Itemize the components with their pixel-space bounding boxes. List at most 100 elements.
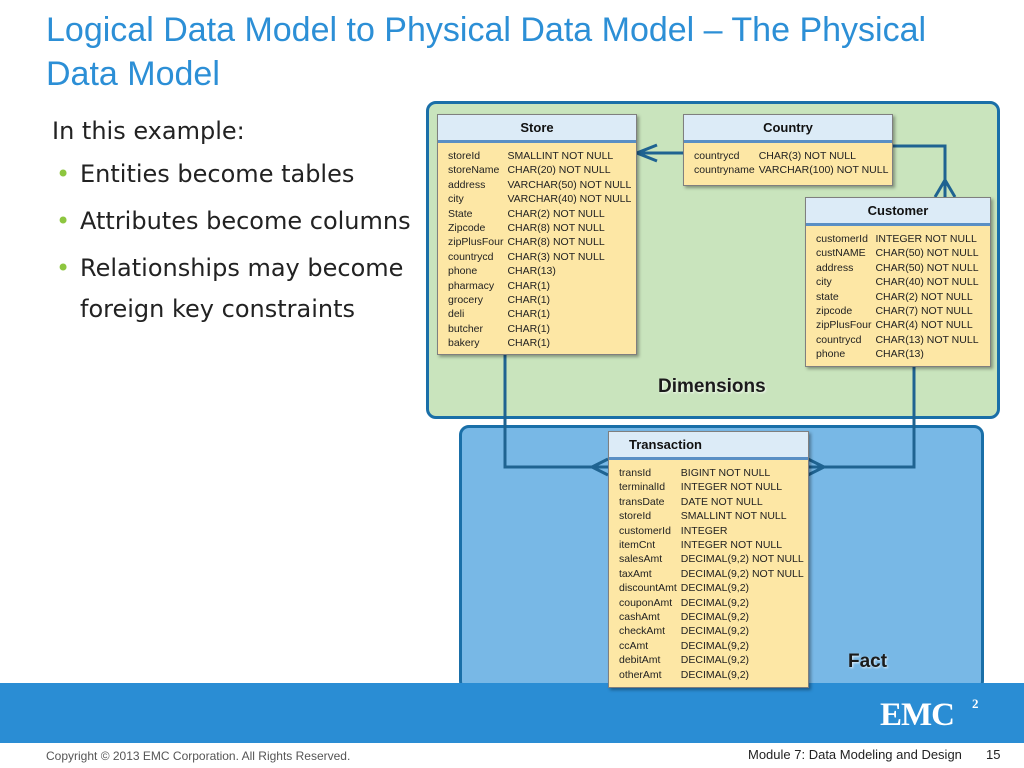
- column-type: CHAR(2) NOT NULL: [875, 290, 973, 303]
- column-type: DATE NOT NULL: [680, 495, 763, 508]
- column-name: checkAmt: [619, 625, 666, 638]
- column-name: state: [816, 290, 839, 303]
- column-type: CHAR(3) NOT NULL: [758, 150, 856, 162]
- bullet-dot-icon: •: [56, 254, 71, 282]
- column-type: DECIMAL(9,2): [680, 668, 750, 681]
- column-name: countryname: [694, 164, 755, 177]
- page-number: 15: [986, 747, 1001, 762]
- column-name: deli: [448, 308, 465, 321]
- column-name: salesAmt: [619, 553, 663, 566]
- table-title: Country: [684, 115, 892, 143]
- module-name: Module 7: Data Modeling and Design: [748, 747, 962, 762]
- bullet-item: • Relationships may become foreign key c…: [52, 248, 412, 330]
- column-type: CHAR(1): [507, 337, 551, 350]
- bullet-dot-icon: •: [56, 207, 71, 235]
- slide-title: Logical Data Model to Physical Data Mode…: [46, 11, 927, 93]
- table-title: Customer: [806, 198, 990, 226]
- column-name: countrycd: [694, 150, 740, 162]
- column-type: CHAR(13) NOT NULL: [875, 333, 979, 346]
- column-row: phone CHAR(13): [448, 264, 631, 278]
- bullet-intro: In this example:: [52, 117, 245, 145]
- column-type: CHAR(7) NOT NULL: [875, 305, 973, 318]
- column-type: CHAR(1): [507, 308, 551, 321]
- column-name: debitAmt: [619, 654, 661, 667]
- column-name: countrycd: [816, 333, 862, 346]
- column-name: phone: [448, 265, 478, 278]
- column-type: INTEGER NOT NULL: [680, 539, 783, 552]
- column-name: customerId: [619, 524, 671, 537]
- column-name: storeName: [448, 164, 500, 177]
- copyright-text: Copyright © 2013 EMC Corporation. All Ri…: [46, 749, 351, 763]
- column-type: SMALLINT NOT NULL: [680, 510, 787, 523]
- column-type: BIGINT NOT NULL: [680, 467, 771, 479]
- column-name: customerId: [816, 233, 868, 245]
- dimensions-label: Dimensions: [658, 376, 766, 397]
- column-type: DECIMAL(9,2): [680, 625, 750, 638]
- column-name: bakery: [448, 337, 480, 350]
- column-row: customerId INTEGER NOT NULL: [816, 232, 979, 246]
- column-name: phone: [816, 348, 846, 361]
- column-type: VARCHAR(40) NOT NULL: [507, 193, 632, 206]
- column-name: countrycd: [448, 250, 494, 263]
- column-type: CHAR(50) NOT NULL: [875, 261, 979, 274]
- column-row: state CHAR(2) NOT NULL: [816, 290, 979, 304]
- column-name: storeId: [619, 510, 652, 523]
- column-name: transDate: [619, 495, 665, 508]
- column-name: zipcode: [816, 305, 853, 318]
- column-name: address: [448, 178, 486, 191]
- column-name: city: [816, 276, 832, 289]
- column-type: CHAR(13): [507, 265, 556, 278]
- column-name: address: [816, 261, 854, 274]
- column-row: storeId SMALLINT NOT NULL: [619, 509, 804, 523]
- footer-band: [0, 683, 1024, 743]
- column-row: checkAmt DECIMAL(9,2): [619, 624, 804, 638]
- column-row: deli CHAR(1): [448, 307, 631, 321]
- column-type: DECIMAL(9,2): [680, 639, 750, 652]
- column-name: grocery: [448, 294, 484, 307]
- column-row: transDate DATE NOT NULL: [619, 495, 804, 509]
- column-row: bakery CHAR(1): [448, 336, 631, 350]
- column-row: zipcode CHAR(7) NOT NULL: [816, 304, 979, 318]
- column-name: cashAmt: [619, 611, 660, 624]
- column-name: taxAmt: [619, 567, 652, 580]
- column-row: countrycd CHAR(13) NOT NULL: [816, 333, 979, 347]
- bullet-dot-icon: •: [56, 160, 71, 188]
- bullet-list: In this example: • Entities become table…: [52, 112, 412, 336]
- column-name: State: [448, 207, 473, 220]
- column-row: address CHAR(50) NOT NULL: [816, 261, 979, 275]
- bullet-item: • Entities become tables: [52, 154, 412, 195]
- column-name: couponAmt: [619, 596, 673, 609]
- fact-label: Fact: [848, 651, 888, 672]
- bullet-text: Relationships may become foreign key con…: [80, 254, 404, 323]
- column-name: pharmacy: [448, 279, 495, 292]
- column-name: city: [448, 193, 464, 206]
- column-type: CHAR(20) NOT NULL: [507, 164, 611, 177]
- column-type: CHAR(50) NOT NULL: [875, 247, 979, 260]
- column-name: ccAmt: [619, 639, 649, 652]
- column-row: storeName CHAR(20) NOT NULL: [448, 163, 631, 177]
- column-name: butcher: [448, 322, 484, 335]
- column-type: INTEGER NOT NULL: [875, 233, 977, 245]
